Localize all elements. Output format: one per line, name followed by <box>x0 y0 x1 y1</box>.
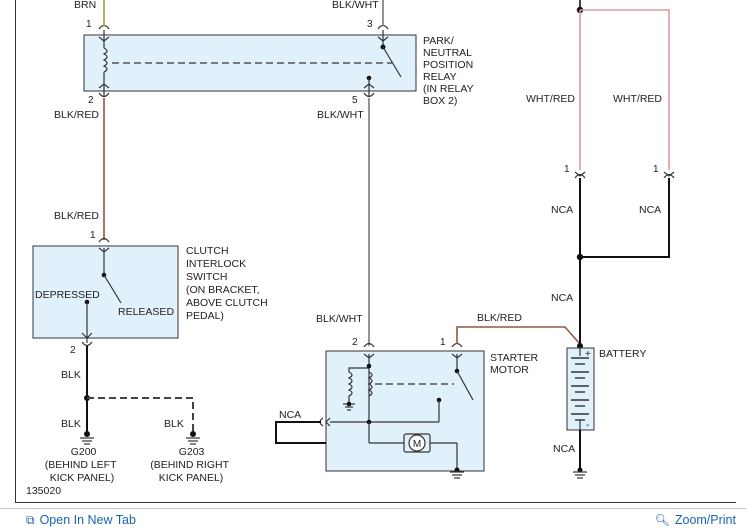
clutch-depressed-label: DEPRESSED <box>35 289 100 301</box>
park-neutral-relay <box>83 24 417 98</box>
connector-icon <box>98 92 110 98</box>
battery-minus: - <box>586 420 589 431</box>
starter-coil-icon <box>367 371 373 397</box>
relay-label: PARK/ NEUTRAL POSITION RELAY (IN RELAY B… <box>423 35 476 107</box>
wire-label-blk-clutch: BLK <box>61 369 81 381</box>
ground-g203-label: G203 (BEHIND RIGHT KICK PANEL) <box>150 446 231 484</box>
starter-switch-blade <box>456 370 474 401</box>
diagram-frame <box>15 0 736 503</box>
wire-label-nca-batt: NCA <box>553 443 575 455</box>
starter-label: STARTER MOTOR <box>490 352 541 376</box>
wire-label-blkwht-relay: BLK/WHT <box>317 109 364 121</box>
starter-pin-2: 2 <box>352 337 358 348</box>
starter-motor: M <box>319 342 485 479</box>
wire-label-blk-g203: BLK <box>164 418 184 430</box>
wire-label-whtred-left: WHT/RED <box>526 93 575 105</box>
wire-label-blkwht-top: BLK/WHT <box>332 0 379 11</box>
relay-pin-3: 3 <box>367 19 373 30</box>
wire-label-blk-g200: BLK <box>61 418 81 430</box>
connector-left-pin-1: 1 <box>564 164 570 175</box>
battery-plus: + <box>585 349 591 360</box>
battery <box>566 343 595 431</box>
wire-label-nca-left: NCA <box>551 204 573 216</box>
wire-label-blkred-starter: BLK/RED <box>477 312 522 324</box>
wire-label-blkwht-starter: BLK/WHT <box>316 313 363 325</box>
connector-icon <box>81 341 93 347</box>
relay-pin-5: 5 <box>352 95 358 106</box>
relay-pin-2: 2 <box>88 95 94 106</box>
clutch-switch-blade <box>103 274 122 304</box>
clutch-box <box>32 245 179 339</box>
ground-g200-label: G200 (BEHIND LEFT KICK PANEL) <box>45 446 120 484</box>
connector-icon <box>363 92 375 98</box>
wire-label-blkred-relay: BLK/RED <box>54 109 99 121</box>
clutch-released-label: RELEASED <box>118 306 174 318</box>
clutch-interlock-switch <box>32 237 179 347</box>
magnifier-icon: 🔍︎ <box>654 513 670 527</box>
starter-pin-1: 1 <box>440 337 446 348</box>
connector-icon <box>663 173 675 179</box>
battery-box <box>566 347 595 431</box>
open-in-new-tab-label: Open In New Tab <box>39 513 136 527</box>
starter-box <box>325 350 485 472</box>
diagram-id: 135020 <box>26 485 61 497</box>
ground-g200-icon <box>80 431 94 445</box>
wire-label-brn: BRN <box>74 0 96 11</box>
external-link-icon: ⧉ <box>26 513 35 527</box>
connector-left <box>574 171 586 179</box>
battery-label: BATTERY <box>599 348 646 360</box>
connector-icon <box>574 173 586 179</box>
connector-icon <box>451 342 463 348</box>
starter-coil-icon <box>347 367 369 402</box>
clutch-pin-1: 1 <box>90 230 96 241</box>
clutch-label: CLUTCH INTERLOCK SWITCH (ON BRACKET, ABO… <box>186 245 271 322</box>
wire-label-blkred-clutch: BLK/RED <box>54 210 99 222</box>
connector-right-pin-1: 1 <box>653 164 659 175</box>
relay-switch-blade <box>382 46 402 78</box>
connector-icon <box>377 24 389 30</box>
clutch-pin-2: 2 <box>70 345 76 356</box>
ground-g203-icon <box>186 431 200 445</box>
wire-label-nca-starter: NCA <box>279 409 301 421</box>
open-in-new-tab-button[interactable]: ⧉ Open In New Tab <box>26 513 136 528</box>
wire-label-whtred-right: WHT/RED <box>613 93 662 105</box>
relay-pin-1: 1 <box>86 19 92 30</box>
wire-label-nca-mid: NCA <box>551 292 573 304</box>
connector-icon <box>98 24 110 30</box>
zoom-print-button[interactable]: 🔍︎ Zoom/Print <box>655 513 736 527</box>
footer-bar: ⧉ Open In New Tab 🔍︎ Zoom/Print <box>0 508 746 527</box>
connector-icon <box>98 237 110 243</box>
zoom-print-label: Zoom/Print <box>674 513 736 527</box>
motor-symbol: M <box>413 439 421 450</box>
wire-label-nca-right: NCA <box>639 204 661 216</box>
connector-right <box>663 171 675 179</box>
relay-coil-icon <box>102 47 108 73</box>
connector-icon <box>363 342 375 348</box>
battery-ground-icon <box>573 467 587 479</box>
